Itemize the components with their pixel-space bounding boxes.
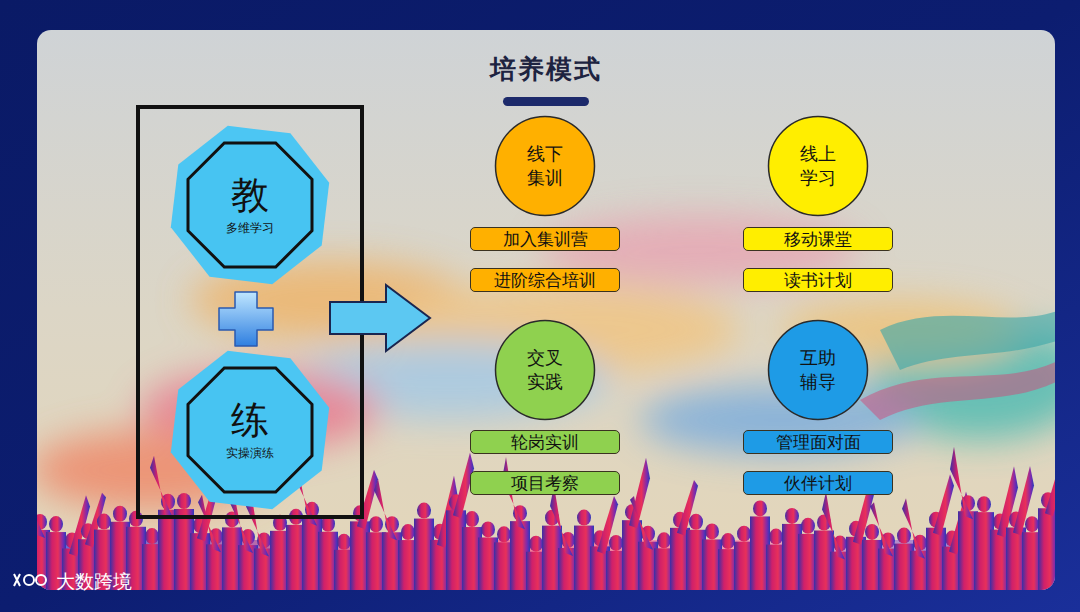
node-heading: 项目考察 xyxy=(511,473,579,493)
node-heading: 加入集训营 xyxy=(503,229,588,249)
node-heading: 线上 学习 xyxy=(795,142,842,191)
node-heading: 管理面对面 xyxy=(776,432,861,452)
node-heading: 移动课堂 xyxy=(784,229,852,249)
circle-shape xyxy=(494,115,596,217)
circle-shape xyxy=(767,115,869,217)
paint-swirls xyxy=(37,215,1055,590)
watermark-logo xyxy=(14,574,46,586)
item-pill: 读书计划 xyxy=(743,268,893,292)
node-heading: 进阶综合培训 xyxy=(494,270,596,290)
circle-shape xyxy=(494,319,596,421)
octagon-node: 练实操演练 xyxy=(180,360,320,500)
title: 培养模式 xyxy=(490,52,602,87)
title-underline xyxy=(503,97,589,106)
group-frame xyxy=(138,107,362,517)
category-circle: 互助 辅导 xyxy=(767,319,869,421)
node-heading: 伙伴计划 xyxy=(784,473,852,493)
item-pill: 项目考察 xyxy=(470,471,620,495)
node-heading: 轮岗实训 xyxy=(511,432,579,452)
item-pill: 伙伴计划 xyxy=(743,471,893,495)
category-circle: 交叉 实践 xyxy=(494,319,596,421)
flow-arrow xyxy=(330,285,430,351)
circle-shape xyxy=(767,319,869,421)
item-pill: 加入集训营 xyxy=(470,227,620,251)
item-pill: 移动课堂 xyxy=(743,227,893,251)
node-heading: 读书计划 xyxy=(784,270,852,290)
category-circle: 线上 学习 xyxy=(767,115,869,217)
node-subtext: 多维学习 xyxy=(226,221,274,235)
plus-symbol xyxy=(219,292,273,346)
watermark: 大数跨境 xyxy=(56,569,132,595)
node-heading: 线下 集训 xyxy=(522,142,569,191)
octagon-node: 教多维学习 xyxy=(180,135,320,275)
node-heading: 互助 辅导 xyxy=(795,346,842,395)
item-pill: 进阶综合培训 xyxy=(470,268,620,292)
item-pill: 轮岗实训 xyxy=(470,430,620,454)
node-heading: 练 xyxy=(231,400,269,442)
node-heading: 交叉 实践 xyxy=(522,346,569,395)
node-subtext: 实操演练 xyxy=(226,446,274,460)
node-heading: 教 xyxy=(231,175,269,217)
item-pill: 管理面对面 xyxy=(743,430,893,454)
category-circle: 线下 集训 xyxy=(494,115,596,217)
